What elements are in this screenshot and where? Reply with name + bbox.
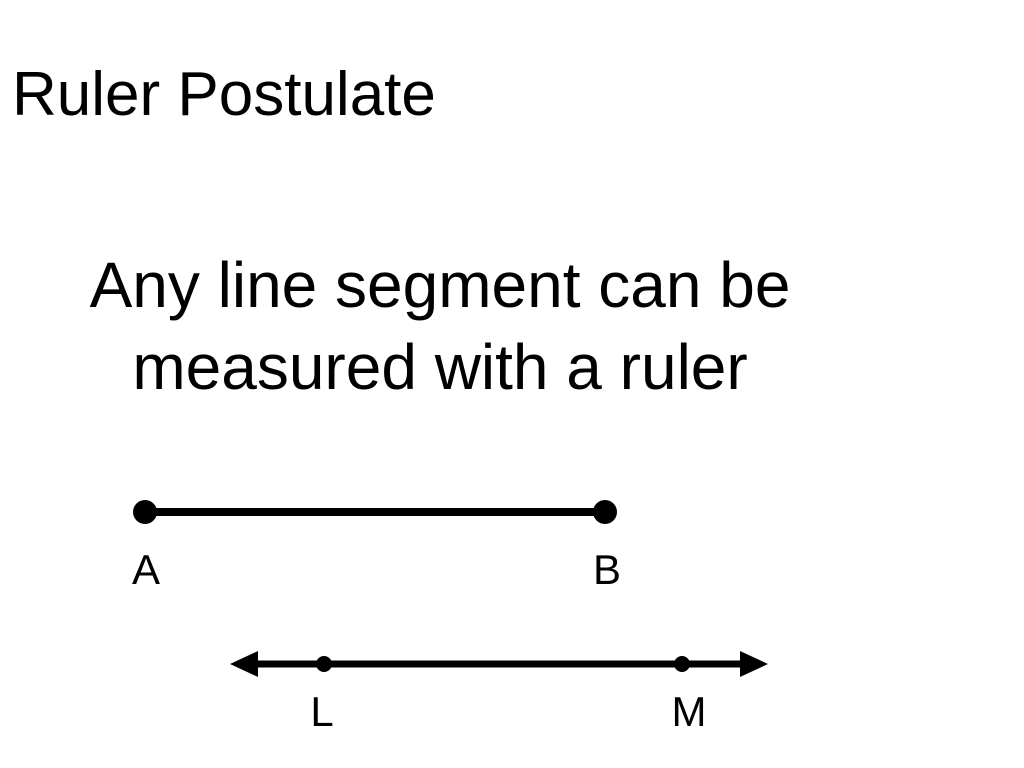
endpoint-a-dot (133, 500, 157, 524)
body-line-1: Any line segment can be (89, 249, 791, 321)
left-arrowhead-icon (230, 651, 258, 677)
right-arrowhead-icon (740, 651, 768, 677)
endpoint-b-dot (593, 500, 617, 524)
endpoint-b-label: B (593, 546, 621, 593)
line-lm: L M (230, 651, 768, 735)
segment-ab: A B (132, 500, 621, 593)
body-line-2: measured with a ruler (132, 331, 748, 403)
point-l-label: L (310, 688, 333, 735)
endpoint-a-label: A (132, 546, 160, 593)
point-m-label: M (672, 688, 707, 735)
point-l-dot (316, 656, 332, 672)
point-m-dot (674, 656, 690, 672)
slide-body-text: Any line segment can be measured with a … (0, 244, 880, 408)
slide-title: Ruler Postulate (12, 60, 436, 129)
